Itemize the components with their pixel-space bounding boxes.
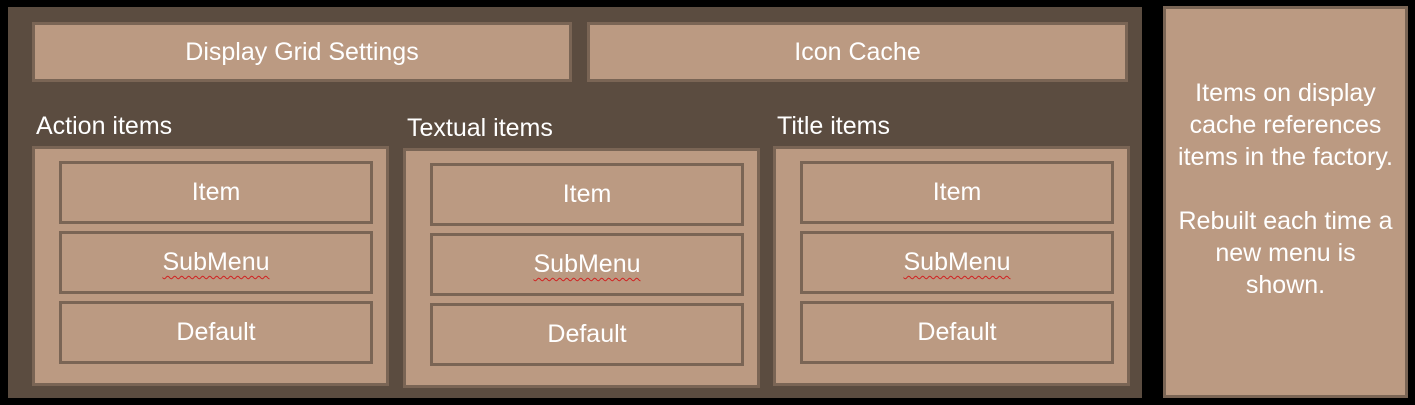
side-note-box: Items on display cache references items …	[1163, 6, 1408, 398]
textual-item-box: Item	[430, 163, 744, 226]
title-item-label: Item	[932, 178, 982, 206]
display-grid-settings-label: Display Grid Settings	[185, 37, 419, 66]
title-items-label: Title items	[777, 112, 890, 140]
textual-items-group: Item SubMenu Default	[403, 148, 760, 388]
action-submenu-box: SubMenu	[59, 231, 373, 294]
icon-cache-label: Icon Cache	[794, 37, 921, 66]
action-default-label: Default	[176, 318, 256, 346]
display-grid-settings-box: Display Grid Settings	[32, 22, 572, 82]
action-items-label: Action items	[36, 112, 173, 140]
display-cache-panel: Display Grid Settings Icon Cache Action …	[8, 7, 1142, 398]
textual-default-box: Default	[430, 303, 744, 366]
title-item-box: Item	[800, 161, 1114, 224]
title-default-box: Default	[800, 301, 1114, 364]
textual-default-label: Default	[547, 320, 627, 348]
action-submenu-label: SubMenu	[162, 248, 270, 276]
title-items-group: Item SubMenu Default	[773, 146, 1130, 386]
action-default-box: Default	[59, 301, 373, 364]
icon-cache-box: Icon Cache	[587, 22, 1128, 82]
side-note-spacer	[1176, 173, 1395, 205]
action-item-label: Item	[191, 178, 241, 206]
textual-items-label: Textual items	[407, 114, 553, 142]
action-items-group: Item SubMenu Default	[32, 146, 389, 386]
action-item-box: Item	[59, 161, 373, 224]
textual-item-label: Item	[562, 180, 612, 208]
title-default-label: Default	[917, 318, 997, 346]
textual-submenu-label: SubMenu	[533, 250, 641, 278]
textual-submenu-box: SubMenu	[430, 233, 744, 296]
side-note-paragraph-2: Rebuilt each time a new menu is shown.	[1178, 207, 1393, 299]
title-submenu-label: SubMenu	[903, 248, 1011, 276]
title-submenu-box: SubMenu	[800, 231, 1114, 294]
side-note-paragraph-1: Items on display cache references items …	[1178, 79, 1393, 171]
